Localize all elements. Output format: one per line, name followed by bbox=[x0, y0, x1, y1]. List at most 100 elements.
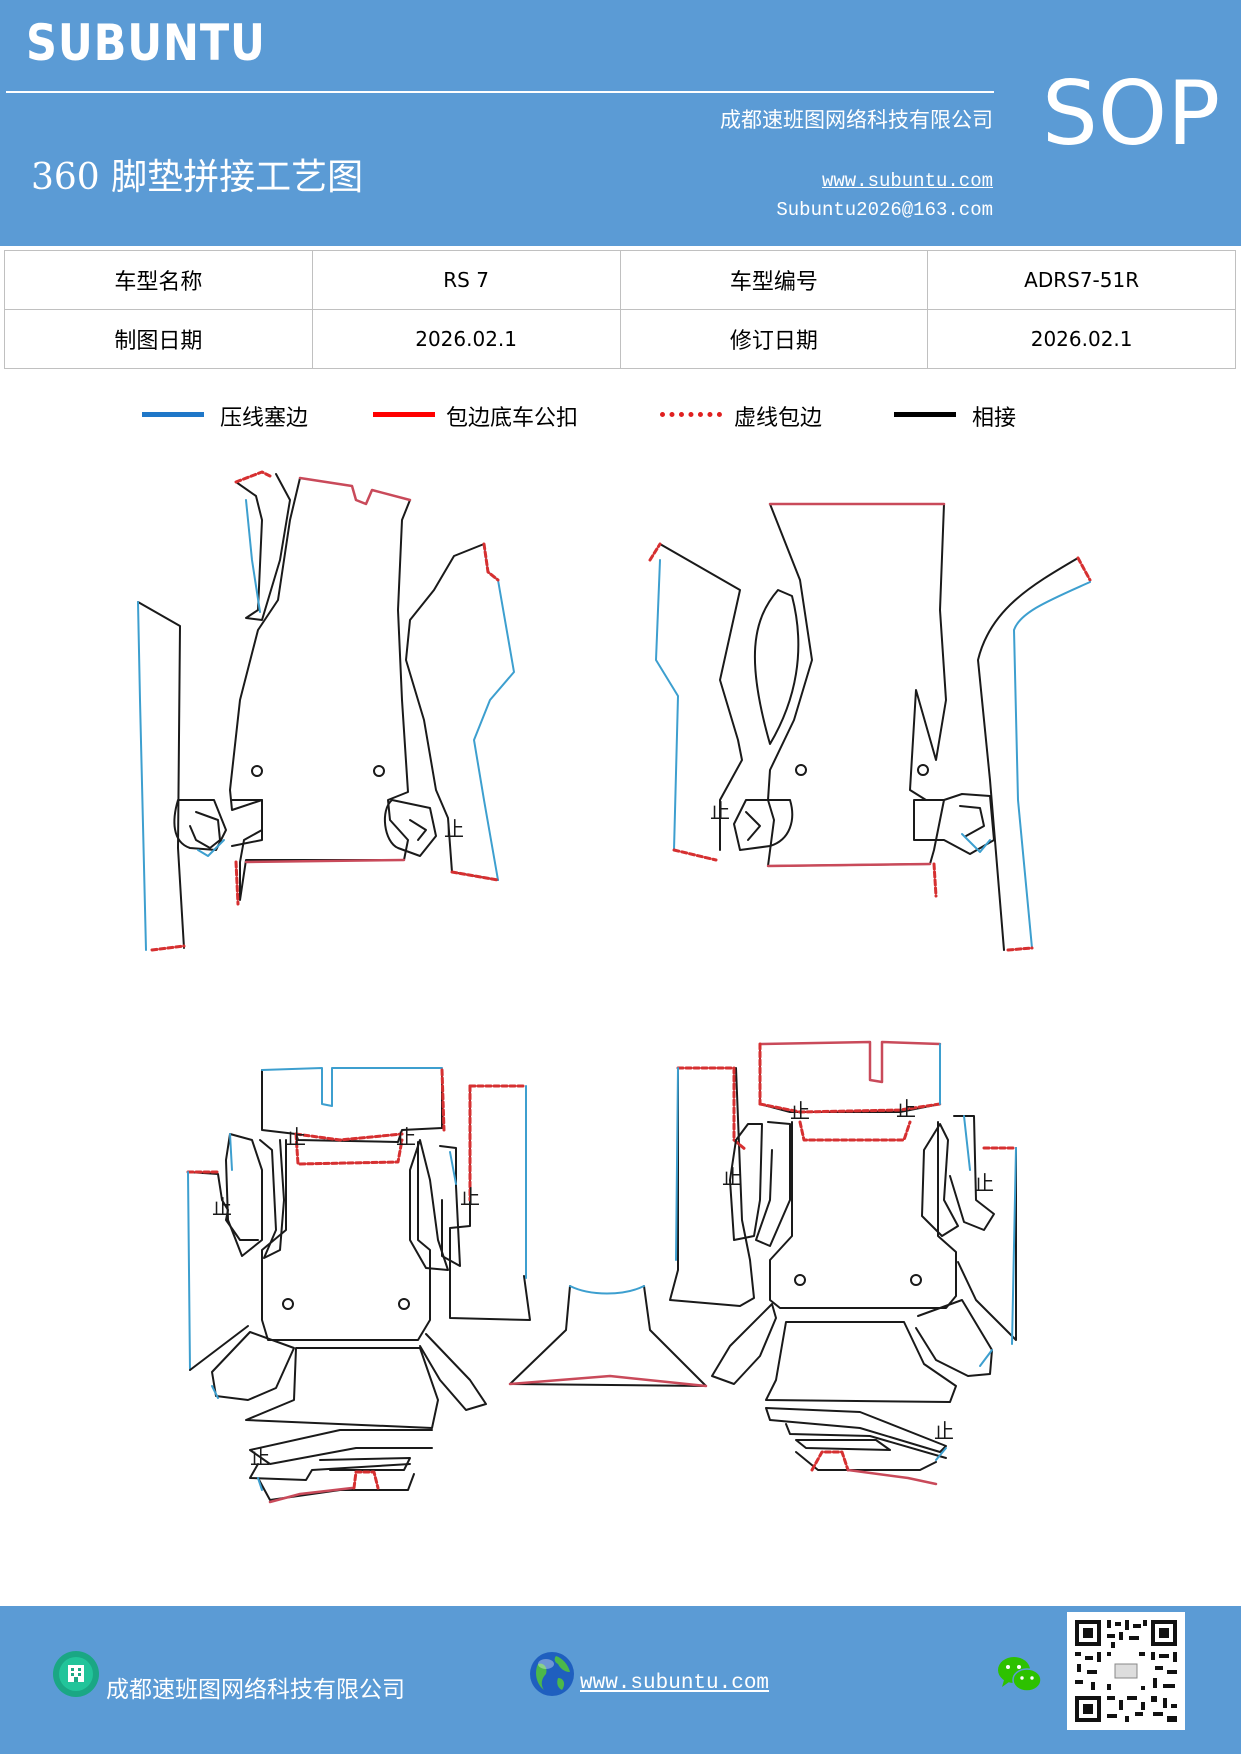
mat-piece bbox=[659, 543, 743, 851]
header-divider bbox=[6, 91, 994, 93]
mat-piece-edge bbox=[298, 476, 412, 506]
mat-clip bbox=[959, 805, 985, 837]
mat-hole bbox=[917, 764, 929, 776]
mat-piece bbox=[753, 589, 800, 745]
wechat-icon[interactable] bbox=[996, 1654, 1044, 1696]
legend-swatch-bind bbox=[373, 412, 435, 417]
mat-piece-edge bbox=[766, 862, 932, 868]
mat-hole bbox=[282, 1298, 294, 1310]
mat-piece-edge bbox=[979, 1349, 993, 1367]
mat-piece-edge bbox=[257, 1477, 263, 1491]
company-name: 成都速班图网络科技有限公司 bbox=[720, 108, 993, 132]
mat-piece bbox=[211, 1331, 295, 1401]
mat-piece bbox=[249, 1429, 433, 1465]
mat-piece-edge bbox=[758, 1102, 942, 1114]
mat-piece-edge bbox=[211, 1385, 219, 1399]
mat-piece-edge bbox=[810, 1450, 850, 1472]
mat-piece bbox=[409, 1139, 449, 1271]
mat-hole bbox=[373, 765, 385, 777]
mat-piece-edge bbox=[1076, 556, 1092, 582]
mat-piece-edge bbox=[1006, 946, 1034, 952]
stop-mark: 止 bbox=[286, 1125, 306, 1149]
table-row: 车型名称 RS 7 车型编号 ADRS7-51R bbox=[4, 250, 1236, 310]
mat-piece bbox=[189, 1325, 249, 1371]
mat-piece bbox=[257, 1473, 415, 1501]
mat-piece bbox=[785, 1423, 947, 1459]
mat-piece bbox=[261, 1069, 443, 1143]
stop-mark: 止 bbox=[896, 1097, 916, 1121]
mat-piece-edge bbox=[758, 1040, 942, 1084]
mat-piece-edge bbox=[450, 870, 500, 882]
page-title: 360 脚垫拼接工艺图 bbox=[31, 157, 364, 198]
mat-hole bbox=[910, 1274, 922, 1286]
draw-date-label: 制图日期 bbox=[4, 309, 313, 369]
mat-piece-edge bbox=[294, 1132, 404, 1166]
mat-piece-edge bbox=[234, 470, 272, 484]
mat-piece-edge bbox=[352, 1470, 380, 1490]
model-name-value: RS 7 bbox=[311, 250, 621, 310]
stop-mark: 止 bbox=[460, 1185, 480, 1209]
mat-piece bbox=[755, 1121, 791, 1247]
mat-clip bbox=[409, 819, 427, 841]
mat-piece bbox=[439, 1145, 461, 1267]
mat-piece bbox=[921, 1123, 959, 1237]
mat-piece-edge bbox=[294, 1132, 404, 1142]
mat-piece-edge bbox=[963, 1115, 971, 1171]
mat-piece bbox=[137, 601, 185, 949]
mat-piece bbox=[319, 1457, 411, 1471]
mat-piece bbox=[765, 1407, 947, 1453]
mat-piece-edge bbox=[676, 1066, 748, 1152]
mat-piece-edge bbox=[569, 1285, 645, 1295]
front-right-mat-group: 止 bbox=[648, 502, 1092, 952]
mat-clip bbox=[745, 811, 761, 841]
mat-piece bbox=[261, 1139, 431, 1341]
mat-piece bbox=[235, 473, 291, 621]
mat-piece-edge bbox=[244, 858, 406, 864]
footer-banner: 成都速班图网络科技有限公司 www.subuntu.com bbox=[0, 1606, 1241, 1754]
footer-website-link[interactable]: www.subuntu.com bbox=[580, 1672, 770, 1695]
mat-clip bbox=[733, 799, 794, 851]
mat-piece-edge bbox=[449, 1151, 457, 1185]
mat-piece-edge bbox=[672, 848, 718, 862]
mat-hole bbox=[251, 765, 263, 777]
mat-splicing-diagram: 止 止 bbox=[137, 470, 1092, 1504]
mat-piece bbox=[669, 1067, 755, 1307]
mat-clip-edge bbox=[197, 839, 225, 857]
model-code-value: ADRS7-51R bbox=[927, 250, 1236, 310]
mat-clip bbox=[189, 811, 221, 849]
mat-piece-edge bbox=[234, 860, 240, 906]
mat-piece-edge bbox=[1011, 1147, 1017, 1345]
stop-mark: 止 bbox=[250, 1445, 270, 1469]
mat-piece-edge bbox=[150, 944, 186, 952]
table-row: 制图日期 2026.02.1 修订日期 2026.02.1 bbox=[4, 309, 1236, 369]
mat-clip bbox=[913, 793, 995, 855]
mat-piece bbox=[977, 557, 1079, 951]
model-name-label: 车型名称 bbox=[4, 250, 313, 310]
stop-mark: 止 bbox=[974, 1171, 994, 1195]
mat-piece bbox=[949, 1115, 995, 1231]
mat-piece-edge bbox=[473, 543, 515, 881]
website-link[interactable]: www.subuntu.com bbox=[821, 170, 993, 192]
mat-piece bbox=[449, 1085, 531, 1321]
mat-piece bbox=[229, 477, 411, 901]
mat-piece-edge bbox=[798, 1120, 912, 1142]
mat-clip-edge bbox=[961, 833, 991, 853]
stop-mark: 止 bbox=[710, 799, 730, 823]
mat-piece bbox=[259, 1139, 285, 1259]
legend: 压线塞边 包边底车公扣 虚线包边 相接 bbox=[0, 400, 1241, 440]
mat-piece bbox=[509, 1285, 707, 1387]
mat-piece-edge bbox=[655, 559, 679, 851]
mat-piece bbox=[245, 1347, 439, 1429]
rear-right-mat-group: 止 止 止 止 止 bbox=[669, 1040, 1018, 1486]
mat-piece-edge bbox=[675, 1067, 679, 1261]
mat-piece-edge bbox=[482, 542, 500, 582]
rear-left-mat-group: 止 止 止 止 止 bbox=[186, 1067, 531, 1504]
brand-logo: SUBUNTU bbox=[26, 14, 266, 72]
stop-mark: 止 bbox=[722, 1165, 742, 1189]
legend-label-press: 压线塞边 bbox=[220, 406, 309, 431]
legend-label-bind: 包边底车公扣 bbox=[446, 406, 579, 431]
legend-swatch-joint bbox=[894, 412, 956, 417]
stop-mark: 止 bbox=[212, 1195, 232, 1219]
footer-company-name: 成都速班图网络科技有限公司 bbox=[106, 1677, 405, 1703]
mat-piece-edge bbox=[229, 1133, 233, 1171]
